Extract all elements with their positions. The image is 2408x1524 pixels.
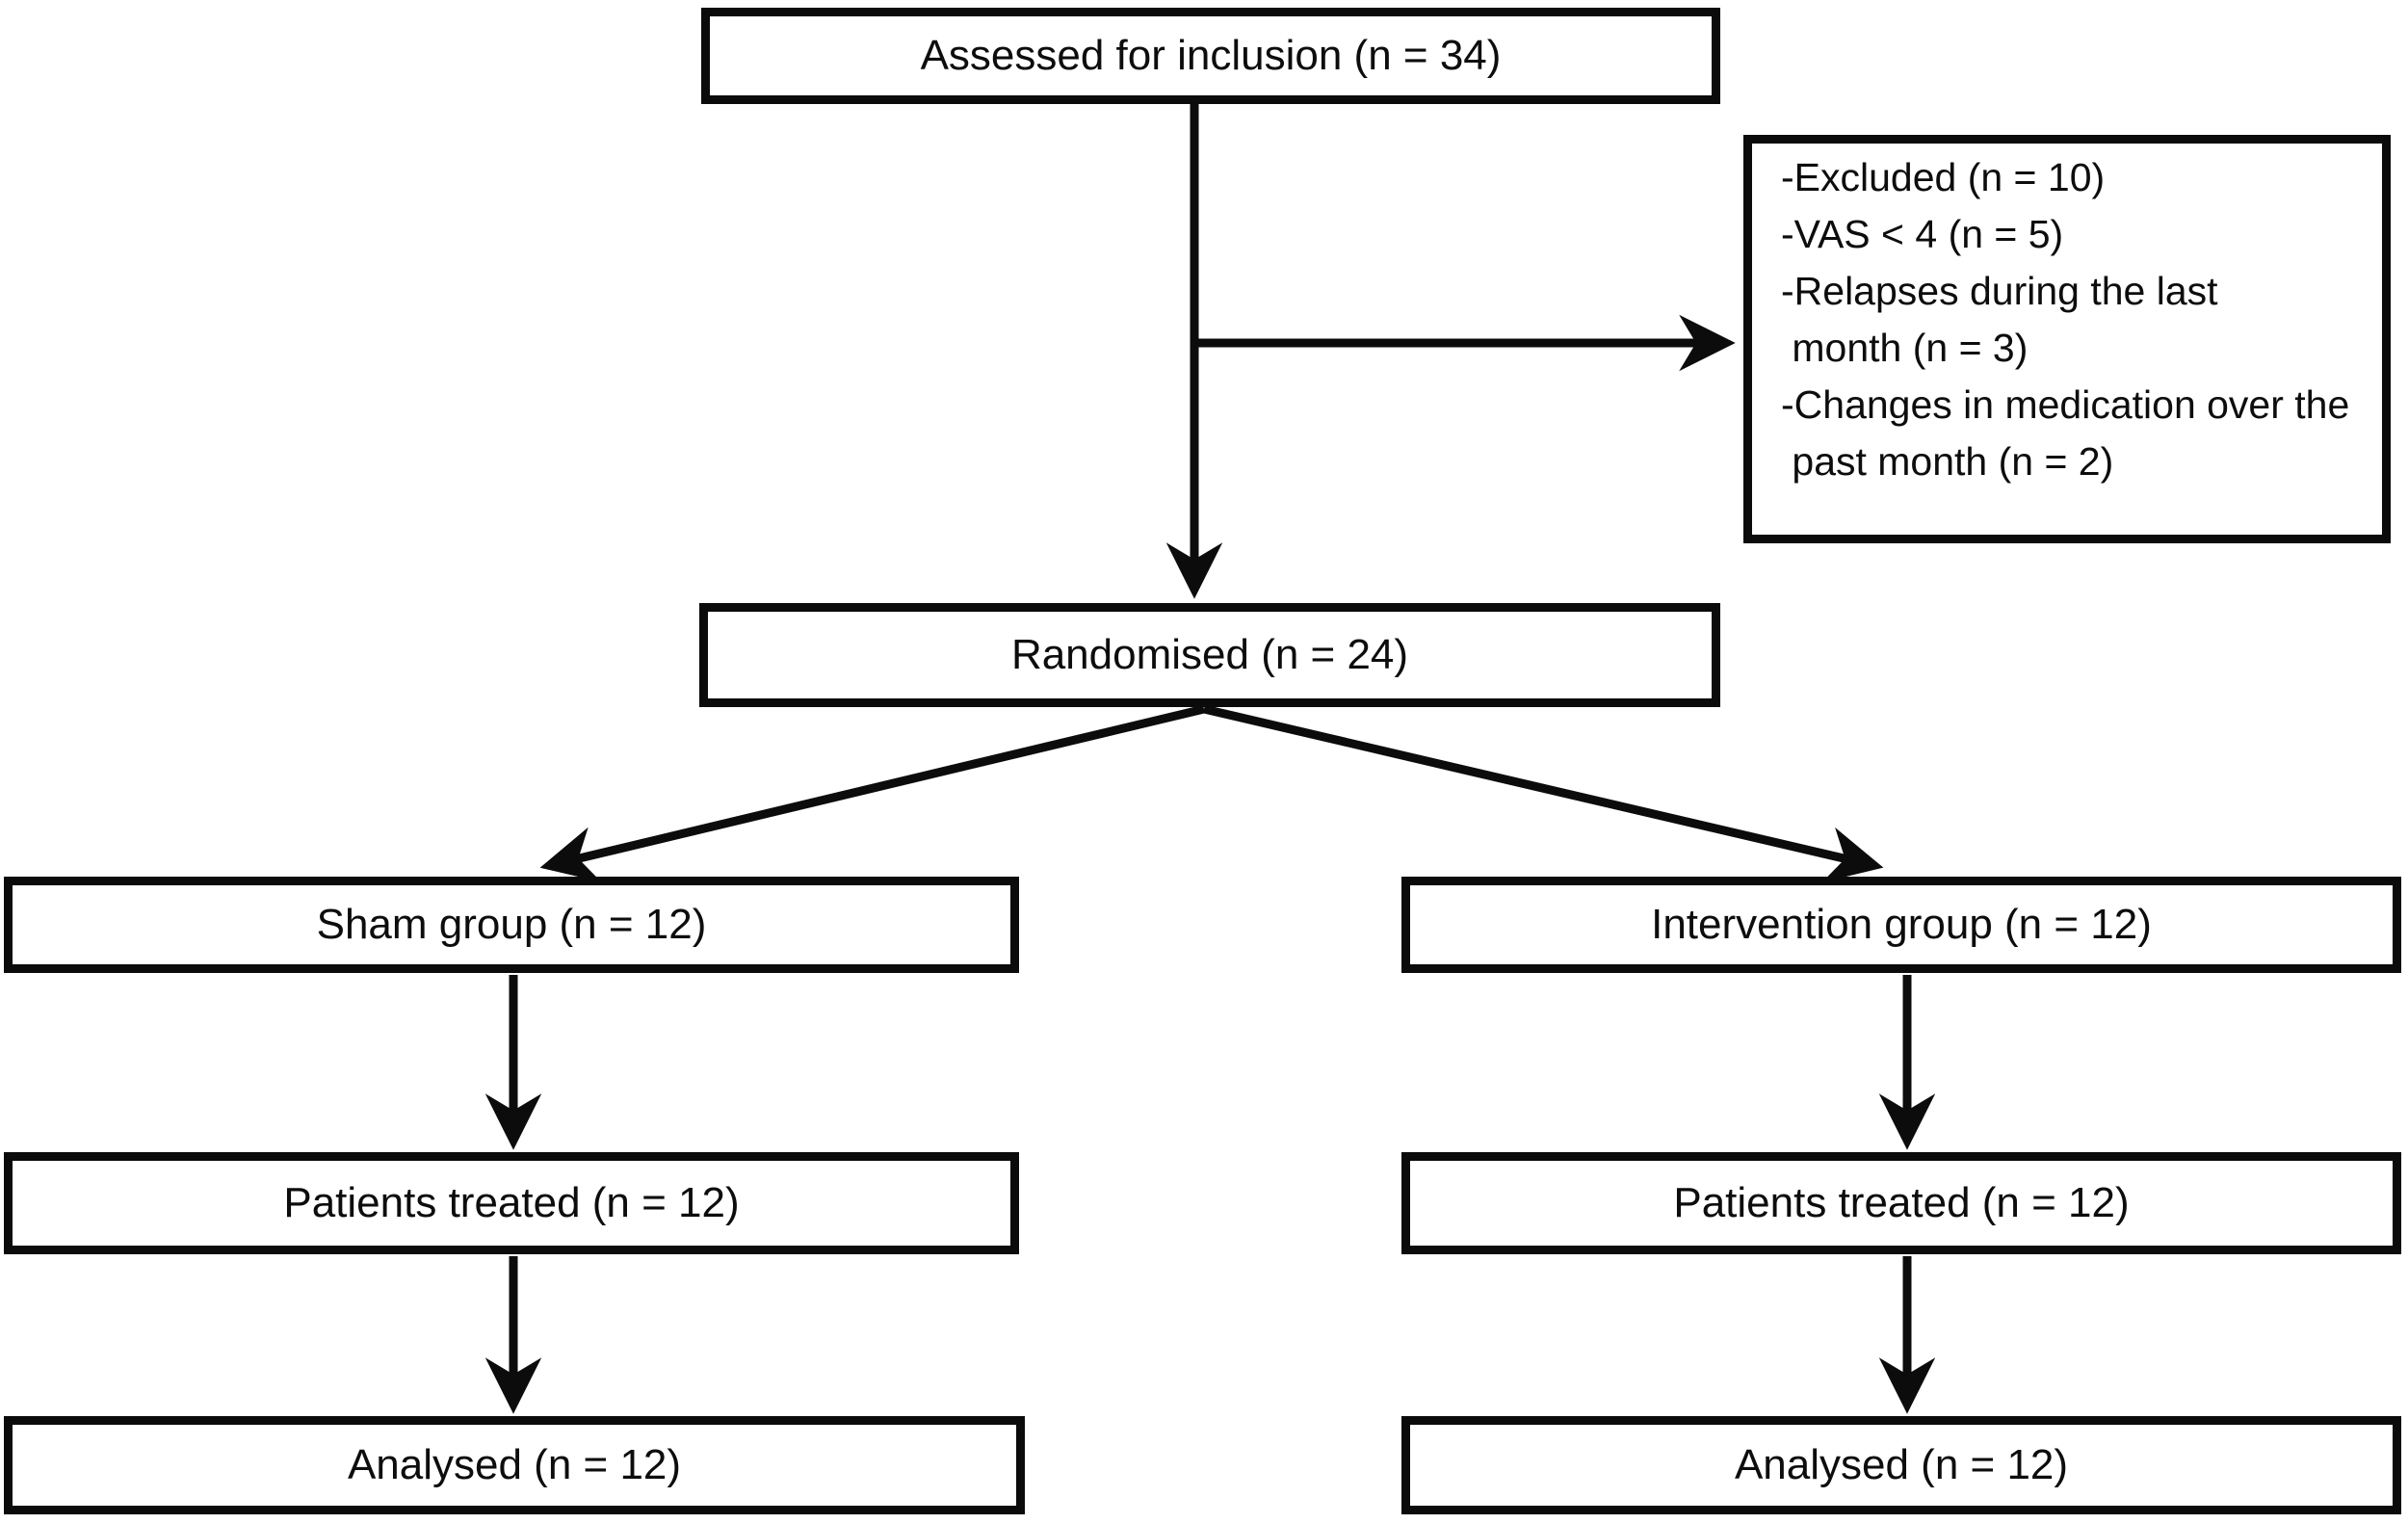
node-intervention-analysed: Analysed (n = 12) <box>1401 1416 2401 1514</box>
node-intervention-treated: Patients treated (n = 12) <box>1401 1152 2401 1254</box>
node-intervention-group-label: Intervention group (n = 12) <box>1651 900 2152 948</box>
arrow-randomised-to-sham <box>539 704 1206 882</box>
node-excluded: -Excluded (n = 10) -VAS < 4 (n = 5) -Rel… <box>1743 135 2391 543</box>
node-sham-group: Sham group (n = 12) <box>4 877 1019 973</box>
node-intervention-group: Intervention group (n = 12) <box>1401 877 2401 973</box>
node-assessed: Assessed for inclusion (n = 34) <box>701 8 1720 104</box>
excluded-line-1: -Excluded (n = 10) <box>1781 155 2106 199</box>
arrow-randomised-to-intervention <box>1202 704 1884 882</box>
node-sham-analysed-label: Analysed (n = 12) <box>347 1440 682 1488</box>
excluded-line-5: -Changes in medication over the <box>1781 382 2350 427</box>
node-sham-treated-label: Patients treated (n = 12) <box>283 1178 740 1226</box>
node-sham-analysed: Analysed (n = 12) <box>4 1416 1025 1514</box>
node-assessed-label: Assessed for inclusion (n = 34) <box>920 31 1502 79</box>
node-sham-treated: Patients treated (n = 12) <box>4 1152 1019 1254</box>
excluded-line-4: month (n = 3) <box>1781 326 2028 370</box>
node-excluded-text: -Excluded (n = 10) -VAS < 4 (n = 5) -Rel… <box>1752 149 2349 529</box>
node-intervention-analysed-label: Analysed (n = 12) <box>1734 1440 2069 1488</box>
excluded-line-3: -Relapses during the last <box>1781 269 2218 313</box>
excluded-line-2: -VAS < 4 (n = 5) <box>1781 212 2064 256</box>
node-randomised: Randomised (n = 24) <box>699 603 1720 707</box>
node-sham-group-label: Sham group (n = 12) <box>316 900 707 948</box>
excluded-line-6: past month (n = 2) <box>1781 439 2114 484</box>
node-randomised-label: Randomised (n = 24) <box>1010 630 1409 678</box>
node-intervention-treated-label: Patients treated (n = 12) <box>1673 1178 2130 1226</box>
